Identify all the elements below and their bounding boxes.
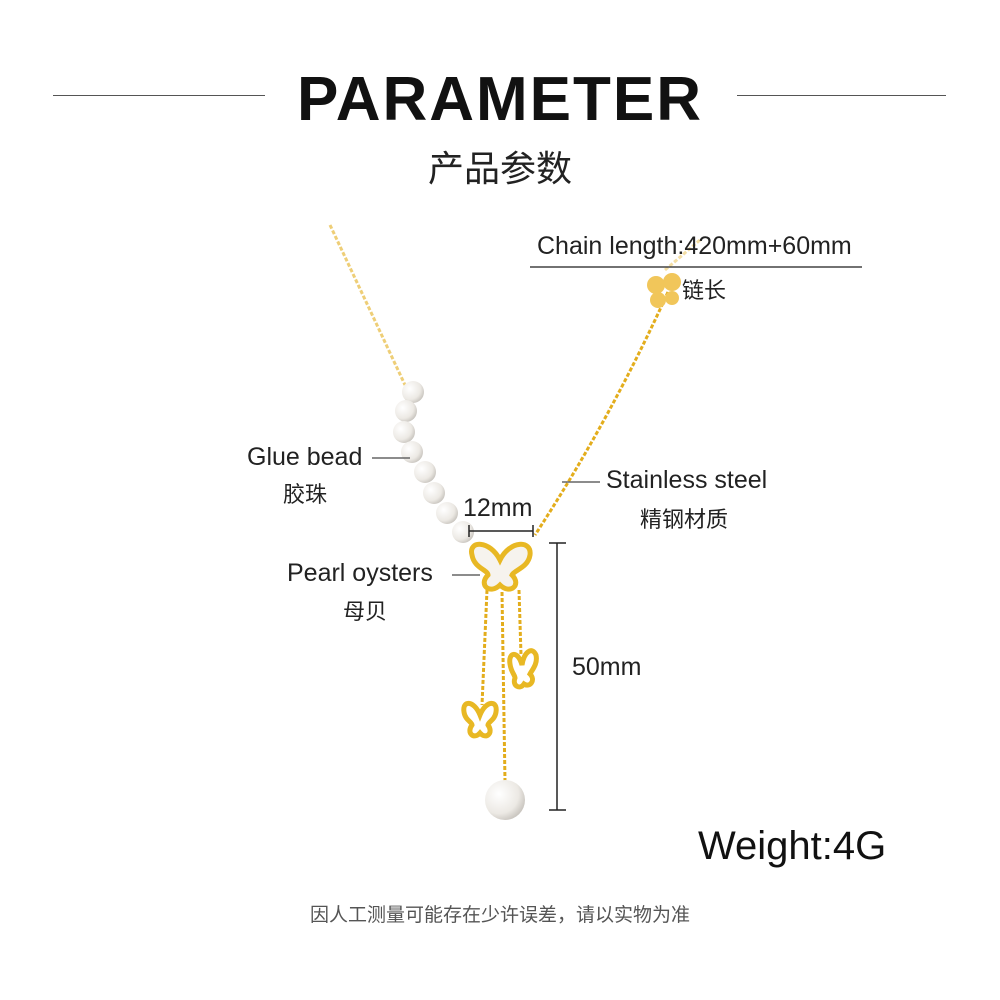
- small-butterfly-charms: [461, 648, 539, 739]
- glue-bead-cn: 胶珠: [283, 483, 328, 508]
- chain-length-cn: 链长: [682, 279, 727, 304]
- tassel-length-label: 50mm: [572, 653, 642, 681]
- stainless-steel-cn: 精钢材质: [640, 508, 729, 533]
- pendant-width-label: 12mm: [463, 494, 533, 522]
- title-right-rule: [737, 95, 946, 96]
- dimension-lines: [372, 266, 862, 811]
- glue-bead-label: Glue bead: [247, 443, 363, 471]
- butterfly-top-chain: [647, 273, 681, 308]
- pearl-drop: [485, 780, 525, 820]
- glue-beads: [393, 381, 474, 543]
- page-subtitle: 产品参数: [427, 149, 572, 190]
- chain: [328, 224, 701, 783]
- chain-length-label: Chain length:420mm+60mm: [537, 232, 852, 260]
- weight-label: Weight:4G: [698, 824, 887, 868]
- butterfly-pendant: [469, 541, 533, 592]
- title-left-rule: [53, 95, 265, 96]
- pearl-oysters-cn: 母贝: [343, 600, 388, 625]
- page-title: PARAMETER: [296, 65, 704, 134]
- pearl-oysters-label: Pearl oysters: [287, 559, 433, 587]
- stainless-steel-label: Stainless steel: [606, 466, 768, 494]
- measurement-disclaimer: 因人工测量可能存在少许误差，请以实物为准: [309, 904, 690, 926]
